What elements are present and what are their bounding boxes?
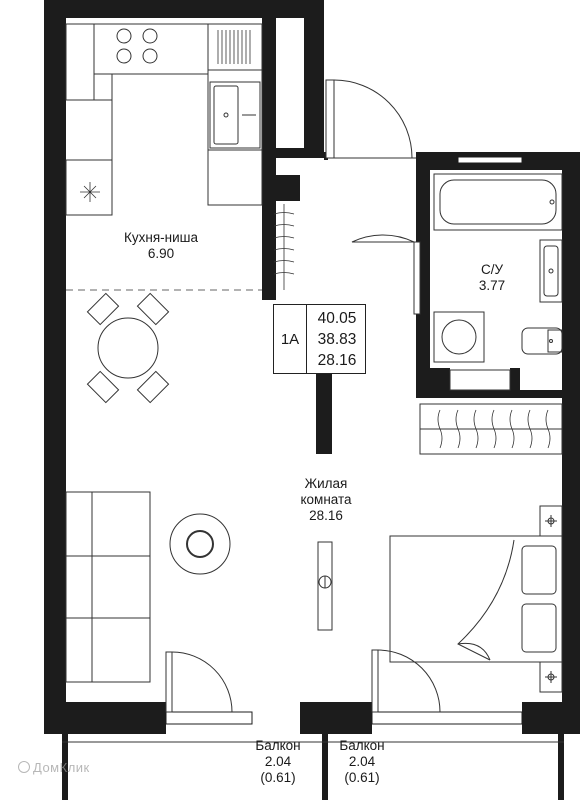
kitchen-label: Кухня-ниша 6.90 xyxy=(106,230,216,262)
sink xyxy=(209,81,261,149)
fixtures xyxy=(62,23,564,743)
bath-sink xyxy=(539,239,563,303)
bottom-wall-mid xyxy=(300,702,372,734)
living-room-label: Жилая комната 28.16 xyxy=(284,476,368,524)
rug xyxy=(169,513,231,575)
watermark: ДомКлик xyxy=(18,760,90,775)
balcony-right-name: Балкон xyxy=(339,738,385,753)
bottom-wall-right xyxy=(522,702,580,734)
top-wall-left xyxy=(44,0,324,18)
apartment-areas: 40.05 38.83 28.16 xyxy=(310,308,364,371)
bathroom-area: 3.77 xyxy=(478,278,506,293)
bathtub xyxy=(433,173,563,231)
shaft-right-wall xyxy=(304,0,324,158)
balcony-door-left-arc xyxy=(171,651,233,713)
nightstand-bottom xyxy=(539,661,563,693)
balcony-left-label: Балкон 2.04 (0.61) xyxy=(248,738,308,786)
balcony-door-right xyxy=(371,711,523,725)
partition-wall xyxy=(316,374,332,454)
counter-outline xyxy=(66,23,263,206)
apartment-type: 1А xyxy=(274,305,307,373)
bottom-wall-left xyxy=(44,702,166,734)
bathroom-name: С/У xyxy=(480,262,504,277)
bath-window xyxy=(457,156,523,164)
counter-left-block xyxy=(65,23,95,101)
washing-machine xyxy=(433,311,485,363)
living-area: 28.16 xyxy=(317,352,357,369)
kitchen-name: Кухня-ниша xyxy=(124,230,198,245)
total-area: 40.05 xyxy=(317,310,357,327)
living-room-name-1: Жилая xyxy=(304,476,348,491)
shaft-left-wall xyxy=(262,0,276,158)
toilet xyxy=(521,327,563,355)
dishwasher xyxy=(207,23,263,71)
living-room-name-2: комната xyxy=(300,492,352,507)
windows xyxy=(165,156,523,725)
balcony-door-left xyxy=(165,711,253,725)
bath-bottom-wall xyxy=(450,390,580,398)
balcony-right-area: 2.04 xyxy=(348,754,376,769)
balcony-left-reduced: (0.61) xyxy=(260,770,296,785)
walls xyxy=(44,0,580,800)
hall-wardrobe xyxy=(273,204,295,290)
balcony-right-label: Балкон 2.04 (0.61) xyxy=(332,738,392,786)
sofa xyxy=(65,491,151,683)
bathroom-label: С/У 3.77 xyxy=(462,262,522,294)
tv-stand xyxy=(317,541,333,631)
balcony-left-area: 2.04 xyxy=(264,754,292,769)
bed xyxy=(389,535,563,663)
dining-table xyxy=(86,292,170,404)
balcony-door-right-arc xyxy=(377,649,441,713)
watermark-text: ДомКлик xyxy=(33,760,90,775)
bath-door-arc xyxy=(351,234,415,243)
right-wall xyxy=(562,152,580,734)
left-wall xyxy=(44,0,66,734)
living-room-area: 28.16 xyxy=(309,508,343,523)
entrance-door-arc xyxy=(333,79,413,159)
balcony-right-reduced: (0.61) xyxy=(344,770,380,785)
total-area-without-balcony: 38.83 xyxy=(317,331,357,348)
bath-left-wall xyxy=(416,170,430,398)
nightstand-top xyxy=(539,505,563,537)
balcony-left-name: Балкон xyxy=(255,738,301,753)
apartment-area-box: 1А 40.05 38.83 28.16 xyxy=(273,304,366,374)
watermark-logo-icon xyxy=(18,761,30,773)
kitchen-area: 6.90 xyxy=(147,246,175,261)
fridge xyxy=(65,159,113,216)
